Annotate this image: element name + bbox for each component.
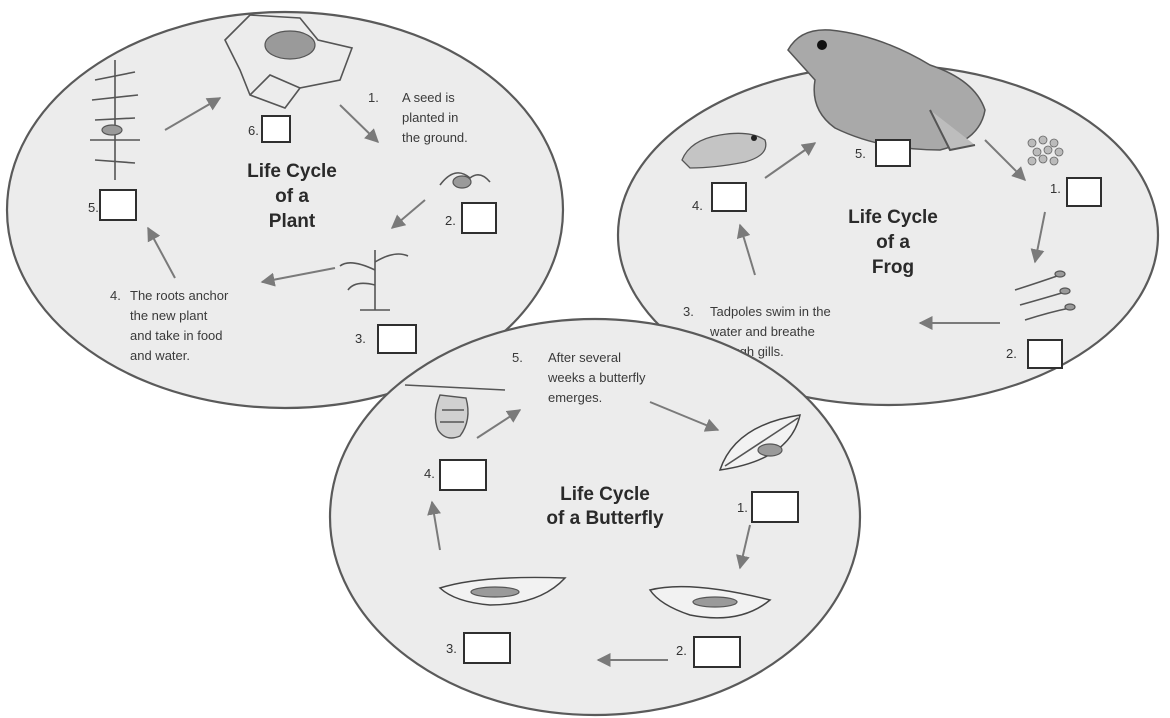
- butterfly-box-4-label: 4.: [424, 466, 435, 481]
- butterfly-note-line-3: emerges.: [548, 390, 602, 405]
- plant-note-top-line-2: planted in: [402, 110, 458, 125]
- frog-answer-box-2[interactable]: [1028, 340, 1062, 368]
- butterfly-cycle: 4. 1. 2. 3. Life Cycle of a Butterfly 5.…: [330, 319, 860, 715]
- frog-box-4-label: 4.: [692, 198, 703, 213]
- plant-note-top-line-3: the ground.: [402, 130, 468, 145]
- plant-box-2-label: 2.: [445, 213, 456, 228]
- frog-answer-box-5[interactable]: [876, 140, 910, 166]
- butterfly-answer-box-1[interactable]: [752, 492, 798, 522]
- butterfly-box-3-label: 3.: [446, 641, 457, 656]
- butterfly-note-line-1: After several: [548, 350, 621, 365]
- plant-note-top-number: 1.: [368, 90, 379, 105]
- plant-box-3-label: 3.: [355, 331, 366, 346]
- butterfly-answer-box-2[interactable]: [694, 637, 740, 667]
- frog-title-line-3: Frog: [872, 257, 914, 278]
- butterfly-box-2-label: 2.: [676, 643, 687, 658]
- frog-box-1-label: 1.: [1050, 181, 1061, 196]
- plant-answer-box-3[interactable]: [378, 325, 416, 353]
- frog-note-number: 3.: [683, 304, 694, 319]
- plant-note-bottom-line-4: and water.: [130, 348, 190, 363]
- plant-note-bottom-line-3: and take in food: [130, 328, 223, 343]
- frog-note-line-1: Tadpoles swim in the: [710, 304, 831, 319]
- plant-box-5-label: 5.: [88, 200, 99, 215]
- plant-title-line-3: Plant: [269, 211, 316, 232]
- plant-note-bottom-number: 4.: [110, 288, 121, 303]
- butterfly-note-number: 5.: [512, 350, 523, 365]
- plant-note-top-line-1: A seed is: [402, 90, 455, 105]
- plant-note-bottom-line-2: the new plant: [130, 308, 208, 323]
- butterfly-title-line-1: Life Cycle: [560, 484, 650, 505]
- plant-title-line-2: of a: [275, 186, 309, 207]
- frog-note-line-2: water and breathe: [709, 324, 815, 339]
- plant-box-6-label: 6.: [248, 123, 259, 138]
- butterfly-answer-box-4[interactable]: [440, 460, 486, 490]
- frog-title-line-1: Life Cycle: [848, 207, 938, 228]
- plant-answer-box-5[interactable]: [100, 190, 136, 220]
- frog-title-line-2: of a: [876, 232, 910, 253]
- plant-title-line-1: Life Cycle: [247, 161, 337, 182]
- plant-note-bottom-line-1: The roots anchor: [130, 288, 229, 303]
- frog-box-2-label: 2.: [1006, 346, 1017, 361]
- butterfly-box-1-label: 1.: [737, 500, 748, 515]
- frog-answer-box-4[interactable]: [712, 183, 746, 211]
- frog-answer-box-1[interactable]: [1067, 178, 1101, 206]
- frog-box-5-label: 5.: [855, 146, 866, 161]
- plant-answer-box-6[interactable]: [262, 116, 290, 142]
- butterfly-note-line-2: weeks a butterfly: [547, 370, 646, 385]
- butterfly-answer-box-3[interactable]: [464, 633, 510, 663]
- butterfly-title-line-2: of a Butterfly: [546, 508, 664, 529]
- plant-answer-box-2[interactable]: [462, 203, 496, 233]
